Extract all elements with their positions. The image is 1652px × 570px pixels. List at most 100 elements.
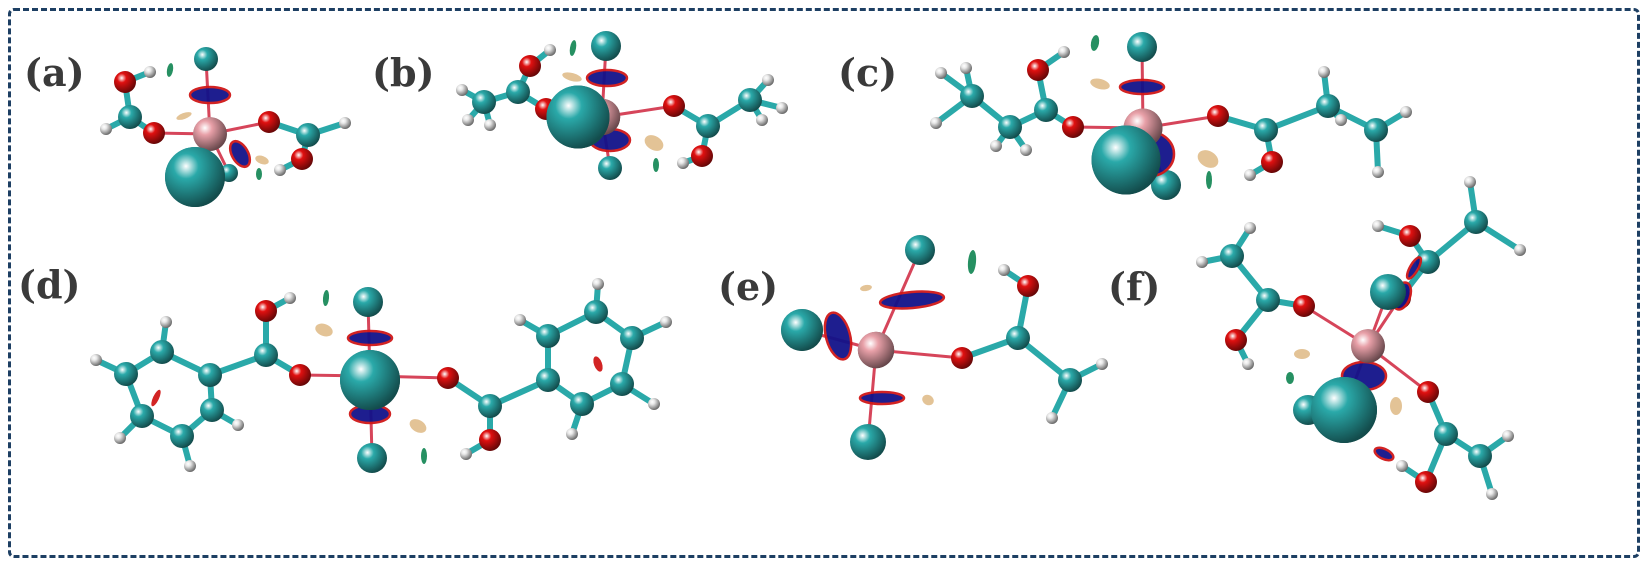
panel-label: (b): [372, 50, 435, 95]
hydrogen-atom: [1502, 430, 1514, 442]
hydrogen-atom: [160, 316, 172, 328]
oxygen-atom: [1017, 275, 1039, 297]
hydrogen-atom: [990, 140, 1002, 152]
chlorine-atom: [340, 350, 400, 410]
hydrogen-atom: [90, 354, 102, 366]
chlorine-atom: [1151, 170, 1181, 200]
isosurface-blue: [228, 139, 252, 169]
isosurface-green: [653, 158, 659, 172]
isosurface-blue: [1118, 78, 1166, 96]
panel-b: (b): [370, 22, 810, 222]
chlorine-atom: [1127, 32, 1157, 62]
carbon-atom: [296, 123, 320, 147]
chlorine-atom: [591, 31, 621, 61]
molecule-d: [90, 278, 672, 473]
metal-atom: [1351, 329, 1385, 363]
carbon-atom: [960, 84, 984, 108]
chlorine-atom: [546, 85, 610, 149]
carbon-atom: [1316, 94, 1340, 118]
carbon-atom: [1220, 244, 1244, 268]
panel-e: (e): [716, 222, 1108, 542]
oxygen-atom: [663, 95, 685, 117]
hydrogen-atom: [1372, 220, 1384, 232]
hydrogen-atom: [184, 460, 196, 472]
chlorine-atom: [194, 47, 218, 71]
isosurface-tan: [1090, 78, 1110, 90]
chlorine-atom: [598, 156, 622, 180]
metal-atom: [857, 331, 895, 369]
oxygen-atom: [479, 429, 501, 451]
oxygen-atom: [143, 122, 165, 144]
panel-c: (c): [836, 10, 1626, 230]
carbon-atom: [114, 362, 138, 386]
carbon-atom: [118, 105, 142, 129]
hydrogen-atom: [1318, 66, 1330, 78]
carbon-atom: [610, 372, 634, 396]
carbon-atom: [1416, 250, 1440, 274]
carbon-atom: [570, 392, 594, 416]
carbon-atom: [1256, 288, 1280, 312]
isosurface-tan: [860, 284, 872, 292]
isosurface-green: [1206, 171, 1212, 189]
hydrogen-atom: [1400, 106, 1412, 118]
oxygen-atom: [1417, 381, 1439, 403]
carbon-atom: [478, 394, 502, 418]
oxygen-atom: [691, 145, 713, 167]
hydrogen-atom: [114, 432, 126, 444]
molecule-b: [456, 31, 788, 180]
isosurface-blue: [585, 68, 629, 88]
carbon-atom: [620, 326, 644, 350]
hydrogen-atom: [1242, 358, 1254, 370]
panel-a: (a): [14, 22, 374, 222]
carbon-atom: [170, 424, 194, 448]
isosurface-blue: [1373, 446, 1395, 462]
isosurface-tan: [1197, 150, 1219, 168]
isosurface-tan: [315, 323, 333, 337]
oxygen-atom: [437, 367, 459, 389]
hydrogen-atom: [284, 292, 296, 304]
isosurface-blue: [188, 85, 232, 105]
panel-label: (c): [838, 50, 898, 95]
isosurface-tan: [1294, 349, 1310, 359]
molecule-f: [1196, 176, 1526, 500]
hydrogen-atom: [232, 419, 244, 431]
hydrogen-atom: [566, 428, 578, 440]
chlorine-atom: [905, 235, 935, 265]
isosurface-tan: [255, 155, 269, 165]
oxygen-atom: [291, 148, 313, 170]
molecule-a: [100, 47, 351, 207]
isosurface-green: [1286, 372, 1294, 384]
figure-frame: [8, 8, 1640, 558]
carbon-atom: [536, 324, 560, 348]
oxygen-atom: [1207, 105, 1229, 127]
hydrogen-atom: [339, 117, 351, 129]
hydrogen-atom: [592, 278, 604, 290]
atoms: [100, 47, 351, 207]
isosurface-tan: [562, 72, 582, 82]
chlorine-atom: [1091, 125, 1161, 195]
carbon-atom: [150, 340, 174, 364]
chlorine-atom: [781, 309, 823, 351]
chlorine-atom: [353, 287, 383, 317]
hydrogen-atom: [144, 66, 156, 78]
oxygen-atom: [1225, 329, 1247, 351]
isosurface-green: [421, 448, 427, 464]
isosurface-green: [322, 290, 330, 306]
atoms: [781, 235, 1108, 460]
carbon-atom: [472, 90, 496, 114]
isosurface-tan: [1390, 397, 1402, 415]
oxygen-atom: [951, 347, 973, 369]
isosurface-green: [256, 168, 262, 180]
isosurface-tan: [644, 135, 664, 151]
isosurface-green: [569, 40, 577, 56]
oxygen-atom: [1062, 116, 1084, 138]
hydrogen-atom: [456, 84, 468, 96]
hydrogen-atom: [100, 123, 112, 135]
hydrogen-atom: [1335, 114, 1347, 126]
oxygen-atom: [1027, 59, 1049, 81]
isosurface-tan: [922, 394, 934, 406]
hydrogen-atom: [274, 164, 286, 176]
hydrogen-atom: [648, 398, 660, 410]
panel-d: (d): [14, 240, 714, 540]
atoms: [1196, 176, 1526, 500]
